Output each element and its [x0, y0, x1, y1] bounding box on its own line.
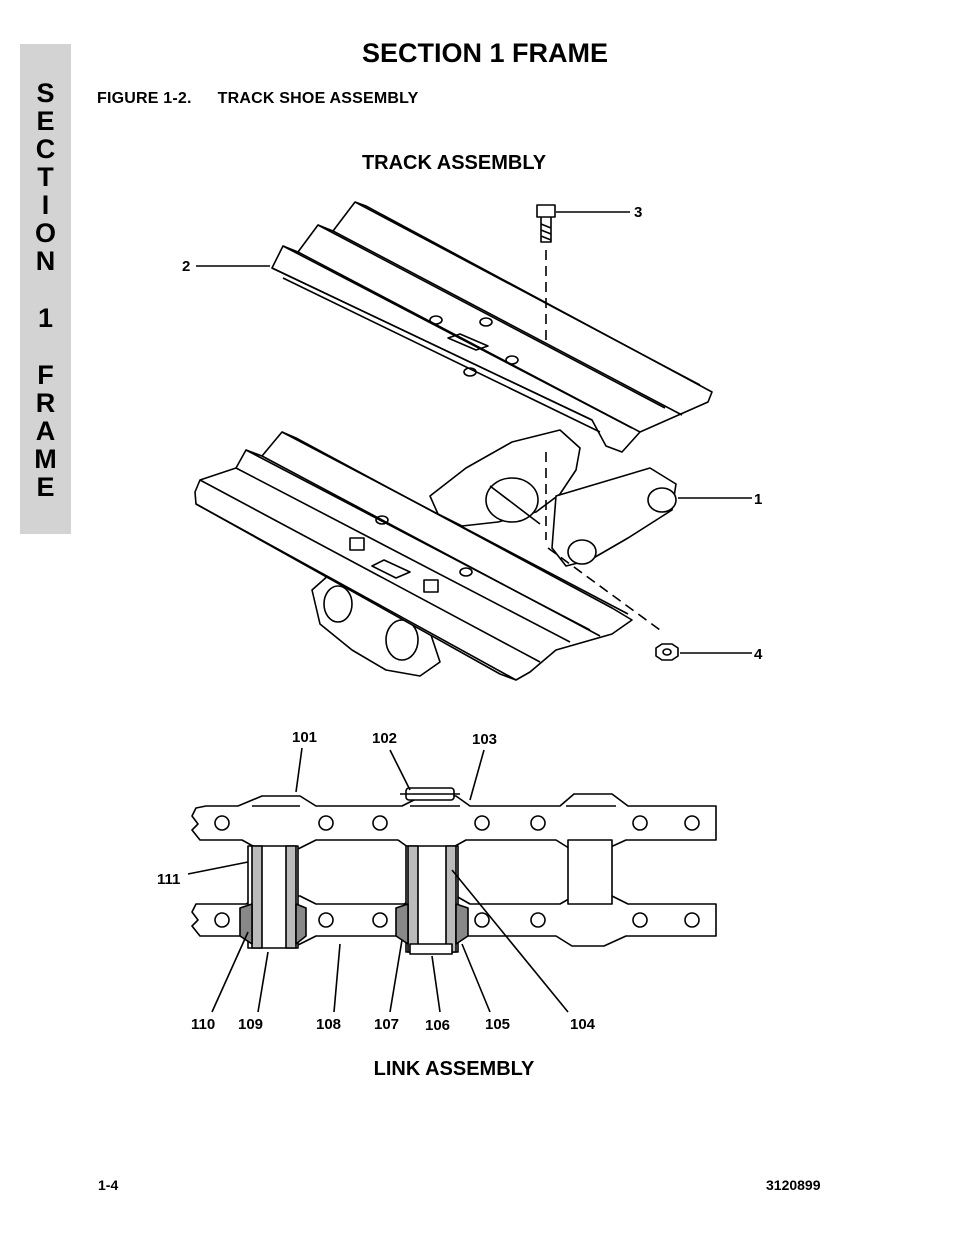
callout-4: 4: [754, 646, 763, 663]
callout-111: 111: [157, 871, 180, 888]
track-link-chain: [311, 429, 677, 677]
callout-106: 106: [425, 1017, 450, 1034]
callout-3: 3: [634, 204, 642, 221]
side-tab-letter: O: [34, 218, 56, 248]
link-chain-top: [191, 787, 717, 851]
side-tab-letter: T: [37, 162, 54, 192]
callout-101: 101: [292, 729, 317, 746]
pin-bushing-center: [395, 845, 469, 955]
section-side-tab: S E C T I O N 1 F R A M E: [20, 44, 71, 534]
track-shoe-lower: [194, 431, 633, 681]
page-number: 1-4: [98, 1177, 119, 1193]
callout-107: 107: [374, 1016, 399, 1033]
pin-bushing-left: [239, 845, 307, 949]
figure-title: TRACK SHOE ASSEMBLY: [217, 90, 419, 107]
side-tab-letter: A: [35, 416, 56, 446]
callout-102: 102: [372, 730, 397, 747]
side-tab-letter: I: [41, 190, 50, 220]
pin-right: [567, 839, 613, 905]
nut-part: [655, 643, 679, 661]
callout-104: 104: [570, 1016, 596, 1033]
callout-105: 105: [485, 1016, 510, 1033]
side-tab-letter: S: [36, 78, 55, 108]
side-tab-letter: E: [36, 472, 55, 502]
side-tab-letter: F: [37, 360, 54, 390]
side-tab-letter: E: [36, 106, 55, 136]
document-number: 3120899: [766, 1177, 821, 1193]
link-assembly-title: LINK ASSEMBLY: [373, 1058, 535, 1080]
callout-108: 108: [316, 1016, 341, 1033]
side-tab-letter: R: [35, 388, 56, 418]
side-tab-letter: 1: [37, 303, 54, 333]
callout-2: 2: [182, 258, 190, 275]
figure-caption: FIGURE 1-2. TRACK SHOE ASSEMBLY: [97, 90, 419, 108]
figure-number: FIGURE 1-2.: [97, 90, 192, 107]
side-tab-letter: N: [35, 246, 56, 276]
section-title: SECTION 1 FRAME: [361, 38, 609, 68]
bolt-part: [536, 204, 556, 243]
callout-1: 1: [754, 491, 762, 508]
callout-103: 103: [472, 731, 497, 748]
callout-109: 109: [238, 1016, 263, 1033]
callout-110: 110: [191, 1016, 215, 1033]
track-shoe-upper: [271, 201, 713, 453]
track-assembly-title: TRACK ASSEMBLY: [361, 152, 547, 174]
side-tab-letter: M: [34, 444, 57, 474]
side-tab-letter: C: [35, 134, 56, 164]
